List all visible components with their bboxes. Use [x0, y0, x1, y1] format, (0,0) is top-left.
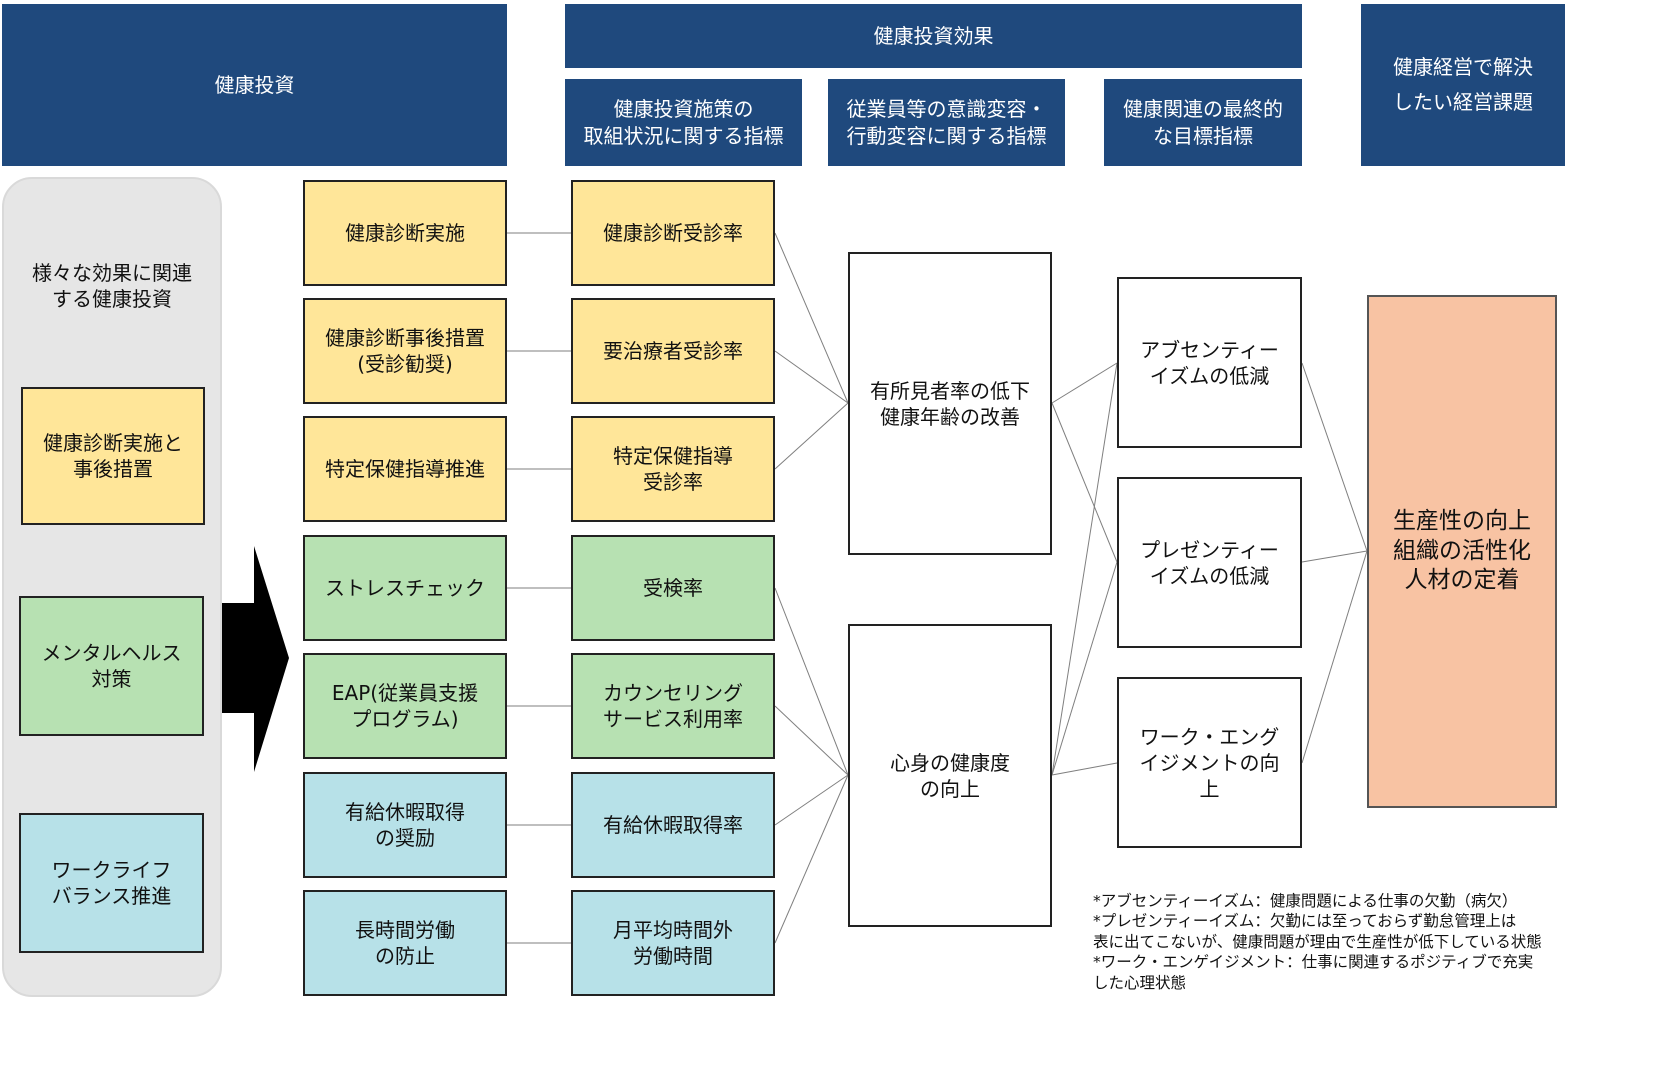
- measure-stress-check: ストレスチェック: [303, 535, 507, 641]
- footnote-line: *プレゼンティーイズム：欠勤には至っておらず勤怠管理上は: [1093, 912, 1517, 931]
- header-investment-effects: 健康投資効果: [565, 4, 1302, 68]
- measure-health-guidance: 特定保健指導推進: [303, 416, 507, 522]
- measure-eap: EAP(従業員支援 プログラム): [303, 653, 507, 759]
- footnote-line: 表に出てこないが、健康問題が理由で生産性が低下している状態: [1093, 932, 1542, 951]
- header-management-issue: 健康経営で解決 したい経営課題: [1361, 4, 1565, 166]
- measure-health-check: 健康診断実施: [303, 180, 507, 286]
- footnote-line: した心理状態: [1093, 973, 1187, 992]
- big-arrow-icon: [222, 546, 289, 772]
- measure-paid-leave: 有給休暇取得 の奨励: [303, 772, 507, 878]
- measure-long-hours: 長時間労働 の防止: [303, 890, 507, 996]
- indicator-checkup-rate: 健康診断受診率: [571, 180, 775, 286]
- footnotes: *アブセンティーイズム：健康問題による仕事の欠勤（病欠） *プレゼンティーイズム…: [1093, 891, 1542, 993]
- indicator-leave-rate: 有給休暇取得率: [571, 772, 775, 878]
- category-health-check: 健康診断実施と 事後措置: [21, 387, 205, 525]
- category-work-life-balance: ワークライフ バランス推進: [19, 813, 204, 953]
- header-final-indicator: 健康関連の最終的 な目標指標: [1104, 79, 1302, 166]
- behavior-health-improvement: 有所見者率の低下 健康年齢の改善: [848, 252, 1052, 555]
- indicator-overtime-hours: 月平均時間外 労働時間: [571, 890, 775, 996]
- goal-presenteeism: プレゼンティー イズムの低減: [1117, 477, 1302, 648]
- category-mental-health: メンタルヘルス 対策: [19, 596, 204, 736]
- management-issue-box: 生産性の向上 組織の活性化 人材の定着: [1367, 295, 1557, 808]
- behavior-wellbeing: 心身の健康度 の向上: [848, 624, 1052, 927]
- indicator-guidance-rate: 特定保健指導 受診率: [571, 416, 775, 522]
- header-behavior-indicator: 従業員等の意識変容・ 行動変容に関する指標: [828, 79, 1065, 166]
- header-health-investment: 健康投資: [2, 4, 507, 166]
- indicator-counseling-rate: カウンセリング サービス利用率: [571, 653, 775, 759]
- header-measures-indicator: 健康投資施策の 取組状況に関する指標: [565, 79, 802, 166]
- goal-work-engagement: ワーク・エング イジメントの向 上: [1117, 677, 1302, 848]
- left-panel-label: 様々な効果に関連 する健康投資: [32, 261, 192, 311]
- footnote-line: *アブセンティーイズム：健康問題による仕事の欠勤（病欠）: [1093, 892, 1518, 910]
- goal-absenteeism: アブセンティー イズムの低減: [1117, 277, 1302, 448]
- indicator-treatment-rate: 要治療者受診率: [571, 298, 775, 404]
- connector-lines: [507, 232, 1368, 944]
- indicator-exam-rate: 受検率: [571, 535, 775, 641]
- measure-followup: 健康診断事後措置 (受診勧奨): [303, 298, 507, 404]
- footnote-line: *ワーク・エンゲイジメント：仕事に関連するポジティブで充実: [1093, 953, 1534, 972]
